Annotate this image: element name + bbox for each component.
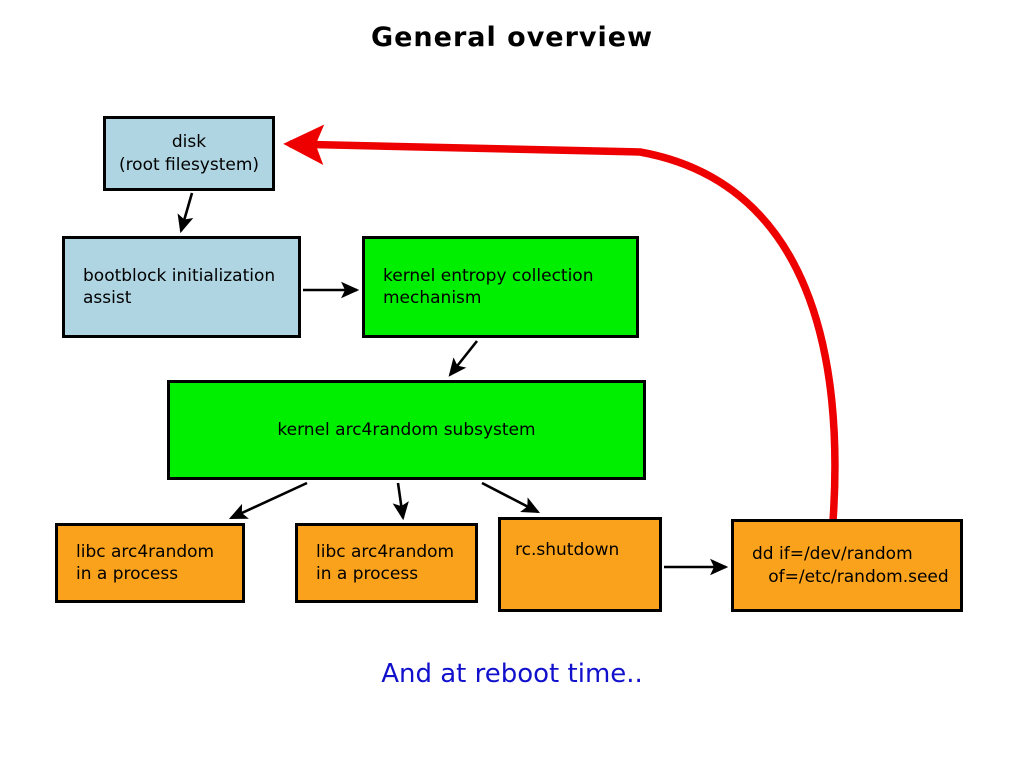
node-libc-arc4random-process-b[interactable]: libc arc4random in a process <box>295 523 478 603</box>
node-rcshutdown-label: rc.shutdown <box>515 540 620 560</box>
node-dd-random-seed[interactable]: dd if=/dev/random of=/etc/random.seed <box>731 519 963 612</box>
node-bootblock-initialization-assist[interactable]: bootblock initialization assist <box>62 236 301 338</box>
edge-arc4random-to-libc-b <box>392 482 409 521</box>
node-rc-shutdown[interactable]: rc.shutdown <box>498 517 662 612</box>
node-disk[interactable]: disk (root filesystem) <box>103 116 275 191</box>
node-arc4random-label: kernel arc4random subsystem <box>277 419 536 440</box>
page-title: General overview <box>370 22 654 53</box>
edge-disk-to-bootblock <box>177 192 194 234</box>
node-libc-arc4random-process-a[interactable]: libc arc4random in a process <box>55 523 245 603</box>
node-libc-a-label: libc arc4random in a process <box>76 541 215 584</box>
edge-entropy-to-arc4random <box>448 340 479 377</box>
edge-arc4random-to-libc-a <box>228 481 308 520</box>
node-kernel-arc4random-subsystem[interactable]: kernel arc4random subsystem <box>167 380 646 480</box>
node-kernel-entropy-collection-mechanism[interactable]: kernel entropy collection mechanism <box>362 236 639 338</box>
footnote-reboot-time: And at reboot time.. <box>381 659 643 689</box>
node-libc-b-label: libc arc4random in a process <box>316 541 455 584</box>
node-disk-label: disk (root filesystem) <box>118 132 260 175</box>
edge-arc4random-to-rcshutdown <box>481 481 541 514</box>
node-entropy-label: kernel entropy collection mechanism <box>383 265 594 308</box>
node-bootblock-label: bootblock initialization assist <box>83 265 276 308</box>
node-ddseed-label: dd if=/dev/random of=/etc/random.seed <box>752 544 949 587</box>
